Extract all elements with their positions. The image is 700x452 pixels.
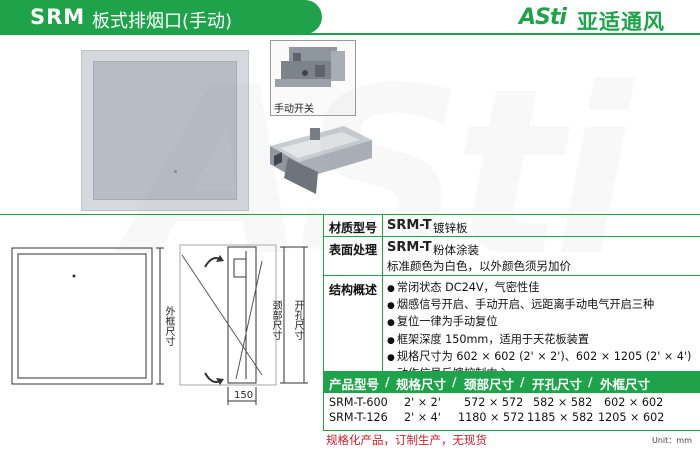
table-cell: 582 × 582 bbox=[533, 396, 593, 409]
table-cell: 572 × 572 bbox=[464, 396, 524, 409]
depth-dimension-value: 150 bbox=[234, 390, 254, 401]
front-view-inner bbox=[17, 253, 147, 379]
material-model: SRM-T bbox=[387, 218, 432, 233]
unit-label: Unit：mm bbox=[652, 436, 692, 445]
spec-table-header: 产品型号 / 规格尺寸 / 颈部尺寸 / 开孔尺寸 / 外框尺寸 bbox=[324, 371, 700, 393]
table-cell: 1180 × 572 bbox=[458, 411, 525, 424]
technical-drawing bbox=[11, 244, 308, 405]
surface-label: 表面处理 bbox=[329, 243, 378, 257]
panel-rivet bbox=[174, 170, 177, 173]
surface-model: SRM-T bbox=[387, 240, 432, 255]
product-title: 板式排烟口(手动) bbox=[92, 11, 233, 32]
list-item: 框架深度 150mm，适用于天花板装置 bbox=[387, 332, 691, 349]
table-cell: SRM-T-600 bbox=[329, 396, 388, 409]
product-panel-face bbox=[93, 61, 237, 200]
list-item: 烟感信号开启、手动开启、远距离手动电气开启三种 bbox=[387, 297, 691, 314]
brand-name: 亚适通风 bbox=[577, 10, 665, 34]
column-separator: / bbox=[452, 374, 457, 389]
column-header: 产品型号 bbox=[329, 377, 380, 392]
column-separator: / bbox=[520, 374, 525, 389]
material-label: 材质型号 bbox=[329, 221, 378, 235]
front-view-outer bbox=[11, 247, 153, 385]
brand-logo-icon: ASti bbox=[519, 5, 567, 30]
table-cell: 1205 × 602 bbox=[598, 411, 665, 424]
custom-order-note: 规格化产品，订制生产，无现货 bbox=[326, 433, 487, 447]
table-top-line bbox=[324, 214, 700, 215]
footer-divider bbox=[324, 430, 700, 431]
column-header: 颈部尺寸 bbox=[464, 377, 515, 392]
product-code: SRM bbox=[30, 5, 86, 29]
table-cell: 2' × 4' bbox=[404, 411, 441, 424]
list-item: 常闭状态 DC24V，气密性佳 bbox=[387, 280, 691, 297]
table-cell: 602 × 602 bbox=[604, 396, 664, 409]
manual-switch-icon bbox=[275, 47, 345, 87]
surface-color-note: 标准颜色为白色，以外颜色须另加价 bbox=[387, 259, 571, 273]
column-header: 规格尺寸 bbox=[396, 377, 447, 392]
table-row: SRM-T-126 2' × 4' 1180 × 572 1185 × 582 … bbox=[329, 411, 699, 425]
table-cell: SRM-T-126 bbox=[329, 411, 388, 424]
feature-list: 常闭状态 DC24V，气密性佳 烟感信号开启、手动开启、远距离手动电气开启三种 … bbox=[387, 280, 692, 383]
drawing-frame bbox=[0, 214, 324, 431]
list-item: 规格尺寸为 602 × 602 (2' × 2')、602 × 1205 (2'… bbox=[387, 349, 692, 366]
material-value: 镀锌板 bbox=[433, 221, 468, 235]
table-cell: 2' × 2' bbox=[404, 396, 441, 409]
neck-dimension-label: 颈部尺寸 bbox=[270, 300, 281, 340]
header-divider bbox=[0, 33, 700, 35]
header-band bbox=[0, 0, 322, 34]
row-divider bbox=[324, 236, 700, 237]
manual-switch-photo bbox=[270, 40, 356, 116]
column-separator: / bbox=[385, 374, 390, 389]
column-separator: / bbox=[588, 374, 593, 389]
manual-switch-label: 手动开关 bbox=[274, 104, 314, 115]
row-divider bbox=[324, 275, 700, 276]
outer-frame-dimension-label: 外框尺寸 bbox=[163, 306, 174, 346]
table-label-divider bbox=[382, 214, 383, 371]
hole-dimension-label: 开孔尺寸 bbox=[292, 300, 303, 340]
list-item: 复位一律为手动复位 bbox=[387, 314, 691, 331]
column-header: 开孔尺寸 bbox=[532, 377, 583, 392]
table-cell: 1185 × 582 bbox=[527, 411, 594, 424]
damper-mechanism-photo bbox=[270, 126, 372, 194]
surface-value: 粉体涂装 bbox=[433, 243, 479, 257]
table-row: SRM-T-600 2' × 2' 572 × 572 582 × 582 60… bbox=[329, 396, 699, 410]
structure-label: 结构概述 bbox=[329, 283, 378, 297]
column-header: 外框尺寸 bbox=[600, 377, 651, 392]
